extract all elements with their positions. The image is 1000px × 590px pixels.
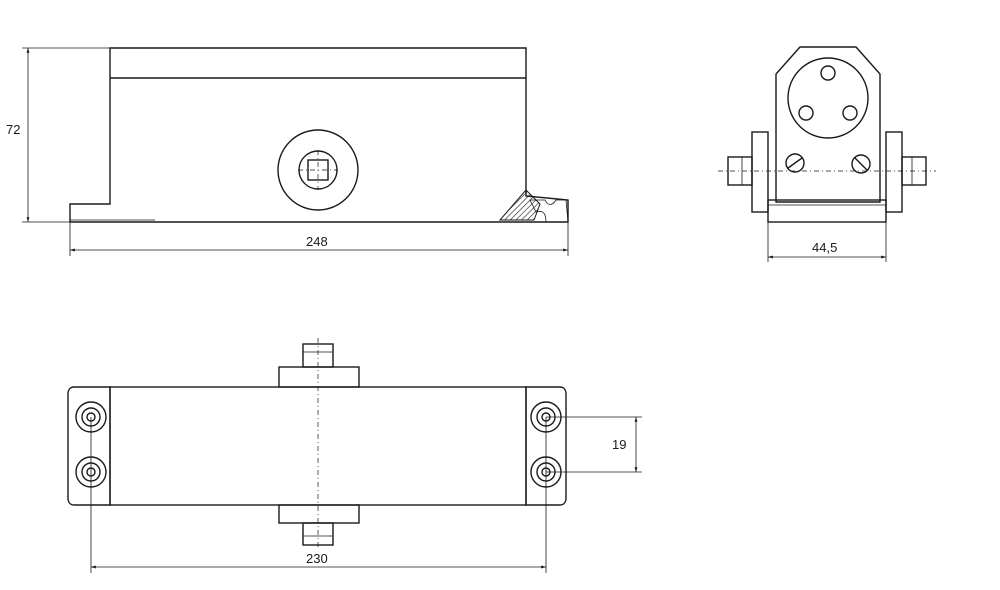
side-shaft-outer-circle (277, 129, 359, 211)
end-view: 44,5 (718, 46, 936, 262)
end-valve-hole-top (820, 65, 836, 81)
side-hatched-section (498, 189, 541, 221)
end-body-outline (775, 46, 881, 203)
side-view: 72 248 (6, 47, 569, 256)
end-right-block (885, 131, 903, 213)
end-valve-hole-right (842, 105, 858, 121)
top-view: 19 230 (67, 338, 642, 573)
top-plate-outline-right (525, 386, 567, 506)
top-lower-block (278, 504, 360, 524)
dim-230-label: 230 (306, 551, 328, 566)
side-shaft-square (307, 159, 329, 181)
end-left-shaft (727, 156, 753, 186)
end-left-block (751, 131, 769, 213)
side-bracket-profile (529, 199, 569, 223)
dim-248-label: 248 (306, 234, 328, 249)
end-valve-hole-left (798, 105, 814, 121)
dim-19-label: 19 (612, 437, 626, 452)
dim-72-label: 72 (6, 122, 20, 137)
end-mount-plate (767, 199, 887, 223)
end-screw-right (851, 154, 871, 174)
end-screw-left-slot (787, 157, 803, 169)
end-valve-face-circle (787, 57, 869, 139)
end-screw-left (785, 153, 805, 173)
dim-44-label: 44,5 (812, 240, 837, 255)
top-upper-block (278, 366, 360, 388)
side-body-outline (69, 47, 569, 223)
end-screw-right-slot (854, 157, 868, 171)
top-plate-outline (67, 386, 111, 506)
